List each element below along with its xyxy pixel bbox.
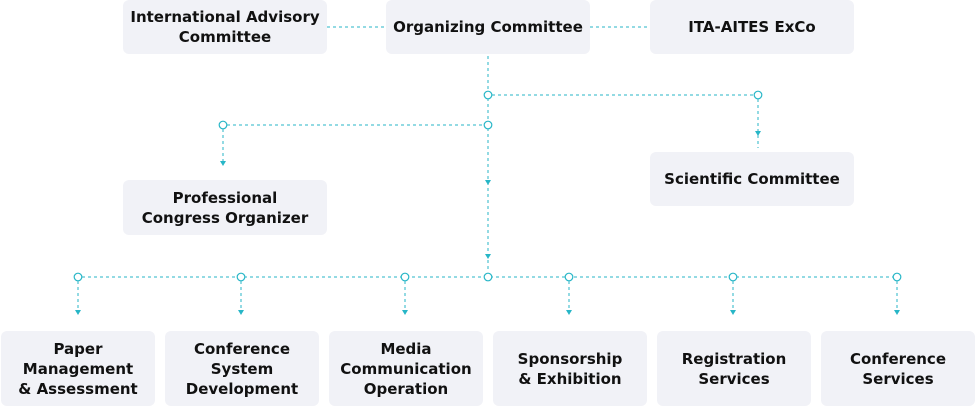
box-label: Professional Congress Organizer xyxy=(141,188,309,227)
box-label: Organizing Committee xyxy=(393,18,583,36)
junction-node xyxy=(564,272,574,282)
junction-node xyxy=(728,272,738,282)
box-label: Conference System Development xyxy=(185,339,299,398)
arrow-tip-pco xyxy=(220,161,226,166)
scientific-committee-box: Scientific Committee xyxy=(650,152,854,206)
professional-congress-organizer-box: Professional Congress Organizer xyxy=(123,180,327,235)
junction-node xyxy=(400,272,410,282)
junction-node xyxy=(483,90,493,100)
junction-node xyxy=(73,272,83,282)
junction-node xyxy=(218,120,228,130)
ita-aites-exco-box: ITA-AITES ExCo xyxy=(650,0,854,54)
junction-node xyxy=(236,272,246,282)
junction-node xyxy=(753,90,763,100)
box-label: Media Communication Operation xyxy=(340,339,472,398)
junction-node xyxy=(892,272,902,282)
sponsorship-exhibition-box: Sponsorship & Exhibition xyxy=(493,331,647,406)
arrow-tip-csd xyxy=(238,310,244,315)
box-label: Registration Services xyxy=(681,349,787,388)
box-label: International Advisory Committee xyxy=(130,8,320,46)
box-label: ITA-AITES ExCo xyxy=(688,18,816,36)
junction-node xyxy=(483,272,493,282)
conference-system-development-box: Conference System Development xyxy=(165,331,319,406)
box-label: Scientific Committee xyxy=(664,170,840,188)
organizing-committee-box: Organizing Committee xyxy=(386,0,590,54)
box-label: Conference Services xyxy=(849,349,946,388)
arrow-tip-reg xyxy=(730,310,736,315)
box-label: Paper Management & Assessment xyxy=(18,339,138,398)
international-advisory-committee-box: International Advisory Committee xyxy=(123,0,327,54)
arrow-tip-scientific xyxy=(755,131,761,136)
box-label: Sponsorship & Exhibition xyxy=(517,349,623,388)
media-communication-operation-box: Media Communication Operation xyxy=(329,331,483,406)
arrow-tip-trunk-low xyxy=(485,254,491,259)
paper-management-box: Paper Management & Assessment xyxy=(1,331,155,406)
arrow-tip-trunk-mid xyxy=(485,180,491,185)
junction-node xyxy=(483,120,493,130)
arrow-tip-media xyxy=(402,310,408,315)
registration-services-box: Registration Services xyxy=(657,331,811,406)
arrow-tip-paper xyxy=(75,310,81,315)
arrow-tip-spons xyxy=(566,310,572,315)
arrow-tip-conf xyxy=(894,310,900,315)
conference-services-box: Conference Services xyxy=(821,331,975,406)
